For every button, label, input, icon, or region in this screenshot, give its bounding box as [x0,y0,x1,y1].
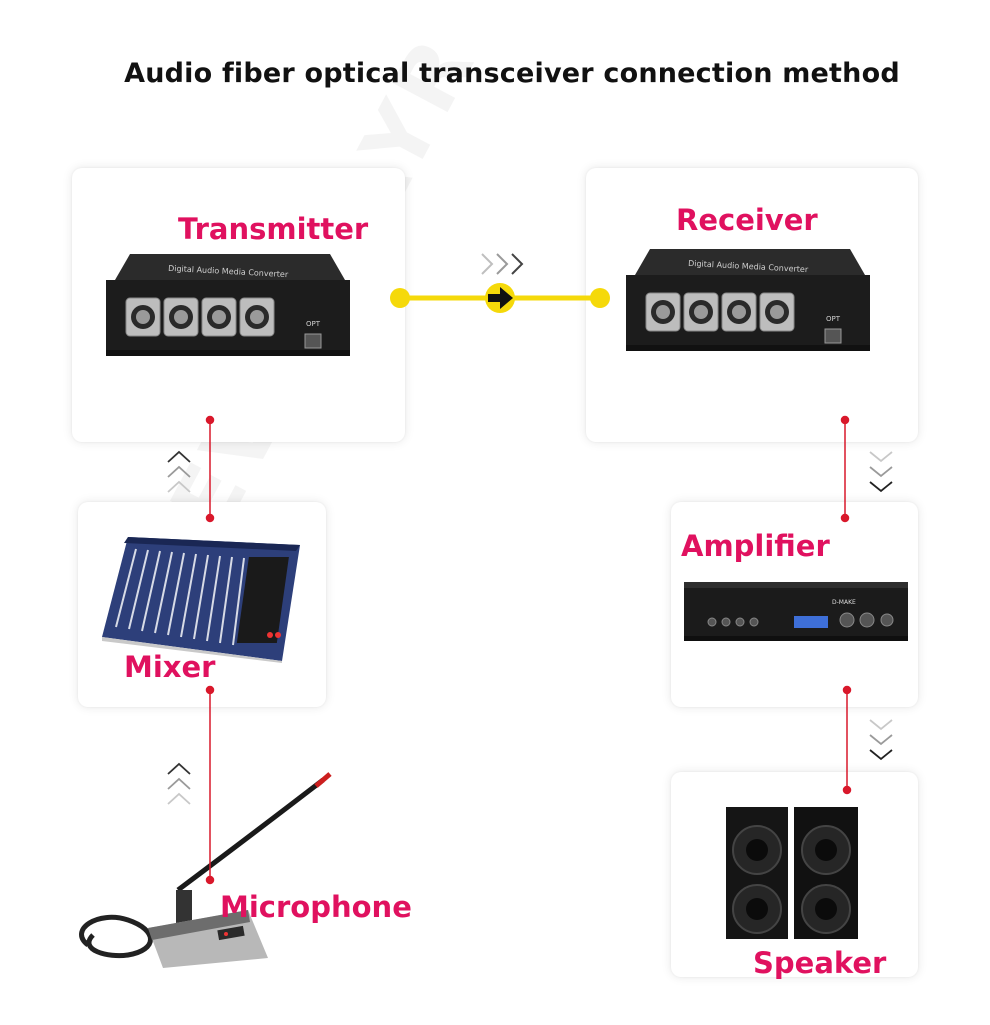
speaker-label: Speaker [753,946,887,980]
microphone-label: Microphone [220,890,412,924]
amplifier-label: Amplifier [681,529,830,563]
chevron-down-icon [869,451,893,493]
chevron-right-icon [481,253,524,275]
transmitter-port-label: OPT [306,320,321,328]
fiber-link-end-dot [590,288,610,308]
chevron-up-icon [167,762,191,805]
mixer-device [102,537,300,663]
amplifier-device: D-MAKE [684,582,908,641]
page-title: Audio fiber optical transceiver connecti… [124,58,900,89]
receiver-port-label: OPT [826,315,841,323]
arrow-right-icon [488,287,513,309]
fiber-link-start-dot [390,288,410,308]
receiver-label: Receiver [676,203,818,237]
speaker-device [726,807,858,939]
transmitter-label: Transmitter [178,212,369,246]
chevron-down-icon [869,719,893,761]
receiver-device: Digital Audio Media Converter OPT [626,249,870,351]
microphone-device [79,772,332,968]
amplifier-device-text: D-MAKE [832,599,856,606]
transmitter-device: Digital Audio Media Converter OPT [106,254,350,356]
mixer-label: Mixer [124,650,216,684]
chevron-up-icon [167,450,191,493]
